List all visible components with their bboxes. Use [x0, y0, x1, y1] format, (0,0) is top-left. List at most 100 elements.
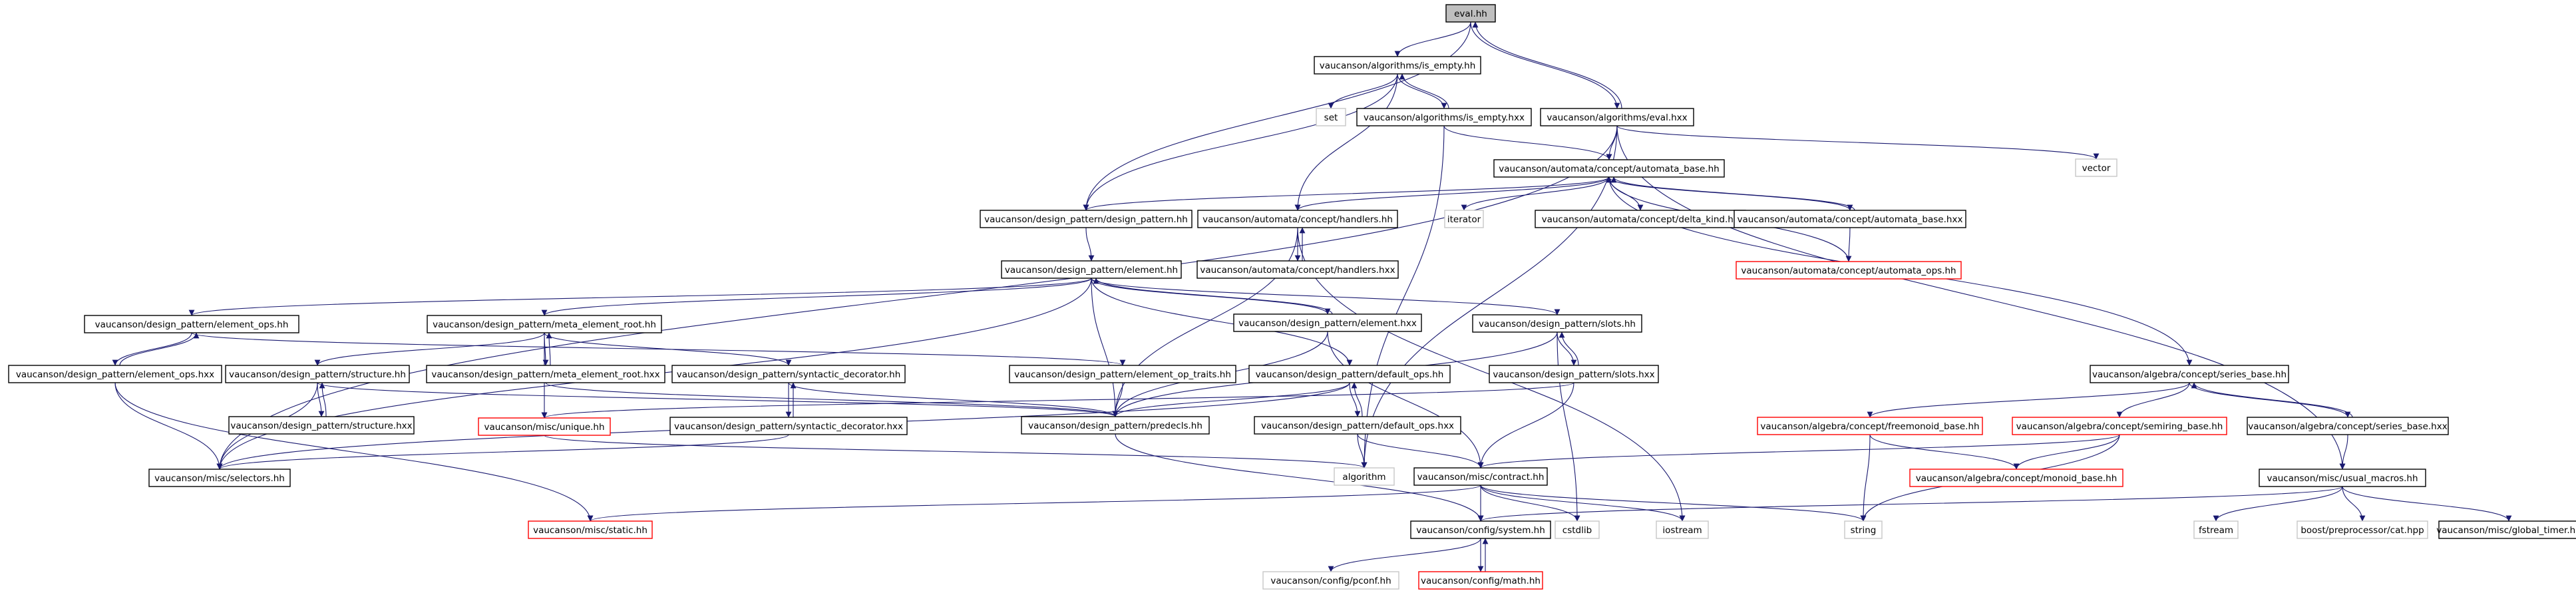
dependency-edge-path — [1115, 433, 1484, 522]
dependency-node[interactable]: vaucanson/design_pattern/design_pattern.… — [980, 210, 1193, 228]
dependency-edge-path — [1443, 125, 1612, 160]
dependency-node[interactable]: vaucanson/design_pattern/structure.hxx — [228, 416, 415, 435]
dependency-edge-path — [2116, 382, 2190, 418]
dependency-node[interactable]: vaucanson/automata/concept/handlers.hxx — [1196, 260, 1399, 279]
dependency-node[interactable]: vaucanson/config/math.hh — [1418, 571, 1543, 590]
dependency-edge — [1867, 382, 2190, 418]
dependency-edge-path — [1093, 278, 1333, 315]
node-label: vaucanson/design_pattern/default_ops.hxx — [1261, 421, 1454, 431]
node-label: vaucanson/design_pattern/meta_element_ro… — [431, 369, 659, 380]
dependency-edge — [1294, 176, 1610, 211]
dependency-node[interactable]: cstdlib — [1555, 520, 1600, 539]
node-box — [2090, 365, 2289, 383]
dependency-node[interactable]: vector — [2075, 158, 2117, 177]
dependency-node[interactable]: vaucanson/design_pattern/default_ops.hxx — [1254, 416, 1461, 435]
dependency-node[interactable]: vaucanson/algebra/concept/series_base.hx… — [2247, 417, 2449, 435]
dependency-edge — [1470, 21, 1620, 109]
dependency-edge-path — [112, 332, 192, 366]
dependency-node[interactable]: vaucanson/automata/concept/automata_ops.… — [1736, 261, 1962, 280]
node-box — [1493, 159, 1725, 178]
dependency-edge-path — [1616, 125, 2100, 160]
dependency-node[interactable]: vaucanson/misc/contract.hh — [1413, 467, 1548, 486]
node-box — [8, 365, 222, 383]
dependency-edge — [119, 332, 200, 366]
node-box — [1334, 467, 1395, 486]
dependency-node[interactable]: vaucanson/automata/concept/delta_kind.hh — [1535, 210, 1746, 228]
dependency-node[interactable]: vaucanson/algorithms/is_empty.hxx — [1356, 108, 1532, 126]
dependency-node[interactable]: vaucanson/algebra/concept/semiring_base.… — [2012, 417, 2227, 435]
dependency-node[interactable]: vaucanson/algebra/concept/freemonoid_bas… — [1757, 417, 1983, 435]
dependency-node[interactable]: vaucanson/design_pattern/element_op_trai… — [1009, 365, 1236, 383]
dependency-node[interactable]: vaucanson/algorithms/is_empty.hh — [1314, 56, 1481, 75]
node-box — [1656, 520, 1709, 539]
dependency-edge-path — [2191, 382, 2353, 418]
node-box — [1555, 520, 1600, 539]
dependency-node[interactable]: vaucanson/misc/global_timer.hh — [2436, 520, 2576, 539]
node-box — [1262, 571, 1399, 590]
dependency-node[interactable]: vaucanson/design_pattern/element_ops.hxx — [8, 365, 222, 383]
dependency-node[interactable]: vaucanson/design_pattern/slots.hh — [1472, 314, 1642, 333]
dependency-node[interactable]: vaucanson/algorithms/eval.hxx — [1540, 108, 1694, 126]
dependency-node[interactable]: algorithm — [1334, 467, 1395, 486]
dependency-node[interactable]: vaucanson/misc/usual_macros.hh — [2259, 469, 2426, 487]
node-label: vaucanson/design_pattern/syntactic_decor… — [674, 421, 903, 432]
dependency-node[interactable]: vaucanson/automata/concept/automata_base… — [1493, 159, 1725, 178]
dependency-edge-path — [1361, 125, 1445, 469]
node-label: vaucanson/algorithms/is_empty.hxx — [1364, 112, 1525, 123]
dependency-node[interactable]: vaucanson/misc/static.hh — [528, 520, 653, 539]
dependency-edge-path — [1477, 382, 1574, 469]
node-box — [148, 469, 291, 487]
node-label: vaucanson/design_pattern/element_op_trai… — [1014, 369, 1231, 380]
node-label: vaucanson/config/system.hh — [1416, 525, 1545, 536]
dependency-node[interactable]: vaucanson/design_pattern/slots.hxx — [1489, 365, 1659, 383]
dependency-node[interactable]: vaucanson/design_pattern/syntactic_decor… — [671, 365, 906, 383]
dependency-node[interactable]: string — [1844, 520, 1883, 539]
dependency-node[interactable]: vaucanson/config/system.hh — [1410, 520, 1551, 539]
node-box — [2297, 520, 2428, 539]
dependency-edge — [1351, 382, 1363, 417]
node-box — [1356, 108, 1532, 126]
dependency-node[interactable]: boost/preprocessor/cat.hpp — [2297, 520, 2428, 539]
dependency-edge-path — [2339, 434, 2348, 470]
dependency-node[interactable]: vaucanson/config/pconf.hh — [1262, 571, 1399, 590]
dependency-edge-path — [1091, 278, 1353, 366]
dependency-node[interactable]: vaucanson/misc/unique.hh — [478, 417, 611, 436]
node-label: vaucanson/design_pattern/element.hh — [1005, 265, 1178, 276]
dependency-node[interactable]: vaucanson/algebra/concept/series_base.hh — [2090, 365, 2289, 383]
node-label: vaucanson/config/pconf.hh — [1270, 576, 1391, 586]
dependency-node[interactable]: vaucanson/design_pattern/predecls.hh — [1021, 416, 1210, 435]
root-node[interactable]: eval.hh — [1445, 4, 1496, 23]
dependency-node[interactable]: vaucanson/automata/concept/automata_base… — [1734, 210, 1966, 228]
dependency-node[interactable]: iterator — [1444, 210, 1484, 228]
dependency-node[interactable]: fstream — [2193, 520, 2239, 539]
dependency-node[interactable]: vaucanson/design_pattern/element_ops.hh — [84, 315, 299, 333]
dependency-edge — [788, 382, 1119, 417]
node-label: vaucanson/algebra/concept/series_base.hx… — [2248, 421, 2447, 432]
dependency-node[interactable]: iostream — [1656, 520, 1709, 539]
node-label: vaucanson/design_pattern/element.hxx — [1238, 318, 1417, 329]
dependency-edge — [1361, 125, 1618, 469]
dependency-node[interactable]: vaucanson/design_pattern/element.hh — [1001, 260, 1182, 279]
node-box — [1413, 467, 1548, 486]
node-box — [1254, 416, 1461, 435]
dependency-node[interactable]: vaucanson/automata/concept/handlers.hh — [1197, 210, 1398, 228]
dependency-edge-path — [1294, 176, 1610, 211]
dependency-node[interactable]: vaucanson/design_pattern/element.hxx — [1233, 313, 1422, 332]
dependency-node[interactable]: vaucanson/design_pattern/default_ops.hh — [1248, 365, 1451, 383]
node-label: vaucanson/misc/contract.hh — [1417, 472, 1545, 483]
node-label: vaucanson/algorithms/is_empty.hh — [1320, 61, 1476, 71]
dependency-edge-path — [2013, 434, 2120, 470]
dependency-node[interactable]: vaucanson/design_pattern/syntactic_decor… — [669, 417, 908, 435]
dependency-node[interactable]: vaucanson/misc/selectors.hh — [148, 469, 291, 487]
node-label: vaucanson/design_pattern/structure.hh — [229, 369, 406, 380]
node-box — [2247, 417, 2449, 435]
dependency-node[interactable]: vaucanson/algebra/concept/monoid_base.hh — [1909, 469, 2123, 487]
dependency-node[interactable]: vaucanson/design_pattern/meta_element_ro… — [427, 315, 662, 333]
dependency-node[interactable]: vaucanson/design_pattern/meta_element_ro… — [426, 365, 665, 383]
dependency-edge — [216, 434, 789, 470]
dependency-edge-path — [317, 382, 1119, 417]
dependency-node[interactable]: set — [1316, 108, 1346, 126]
dependency-node[interactable]: vaucanson/design_pattern/structure.hh — [225, 365, 410, 383]
dependency-edge — [545, 382, 1119, 417]
